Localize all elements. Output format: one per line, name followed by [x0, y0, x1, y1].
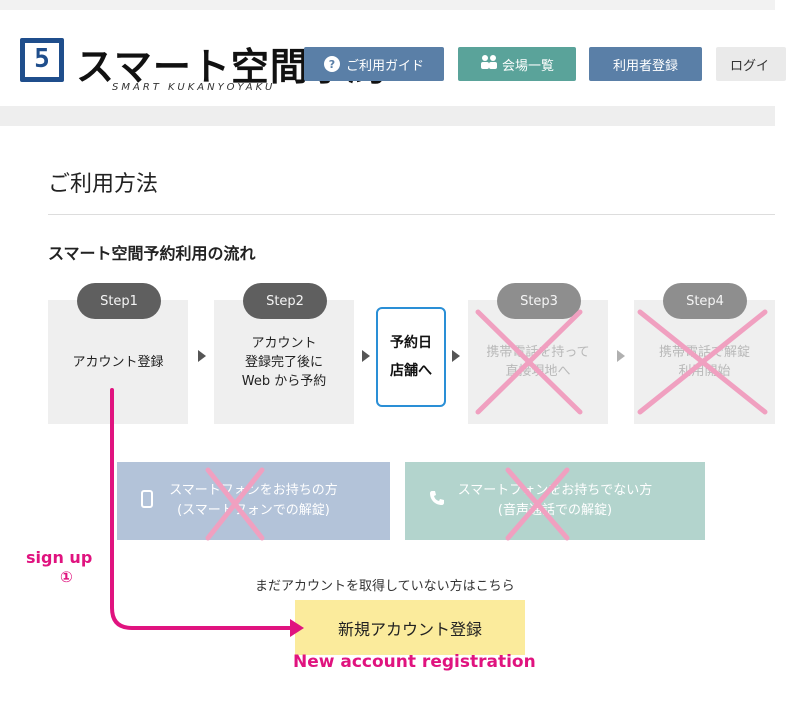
- question-icon: ?: [323, 56, 340, 72]
- step-2-text: アカウント 登録完了後に Web から予約: [241, 335, 327, 389]
- nav-register-button[interactable]: 利用者登録: [589, 47, 702, 81]
- phone-icon: [429, 490, 445, 511]
- step-arrow-icon: [362, 350, 370, 362]
- signup-arrow-icon: [110, 388, 294, 630]
- nav-register-label: 利用者登録: [612, 58, 678, 74]
- new-account-label: 新規アカウント登録: [337, 619, 482, 639]
- step-arrow-icon: [452, 350, 460, 362]
- top-strip: [0, 0, 775, 10]
- step-1-pill: Step1: [77, 283, 161, 319]
- title-divider: [48, 214, 775, 215]
- step-3-pill: Step3: [497, 283, 581, 319]
- step-1-text: アカウント登録: [72, 354, 164, 370]
- step-1-box: アカウント登録: [48, 300, 188, 424]
- nav-login-label: ログイ: [730, 58, 770, 74]
- site-header: 5 スマート空間予約 SMART KUKANYOYAKU ? ご利用ガイド 会場…: [0, 10, 786, 106]
- nav-venues-label: 会場一覧: [501, 58, 554, 74]
- step-4-pill: Step4: [663, 283, 747, 319]
- nav-login-button[interactable]: ログイ: [716, 47, 786, 81]
- step-2-pill: Step2: [243, 283, 327, 319]
- people-icon: [480, 54, 498, 74]
- nav-venues-button[interactable]: 会場一覧: [458, 47, 576, 81]
- signup-number-annotation: ①: [60, 568, 73, 586]
- header-divider: [0, 106, 775, 126]
- page-title: ご利用方法: [48, 172, 159, 197]
- cross-mark-icon: [205, 309, 768, 541]
- step-arrow-icon: [617, 350, 625, 362]
- new-account-annotation: New account registration: [293, 652, 536, 672]
- logo-icon[interactable]: 5: [20, 38, 64, 82]
- logo-subtitle: SMART KUKANYOYAKU: [112, 82, 276, 93]
- store-visit-box: 予約日 店舗へ: [376, 307, 446, 407]
- step-2-box: アカウント 登録完了後に Web から予約: [214, 300, 354, 424]
- section-heading: スマート空間予約利用の流れ: [48, 244, 256, 263]
- nav-guide-label: ご利用ガイド: [345, 58, 424, 74]
- smartphone-icon: [141, 490, 153, 513]
- arrow-head-icon: [290, 619, 304, 637]
- smartphone-unlock-label: スマートフォンをお持ちの方 (スマートフォンでの解錠): [169, 483, 338, 518]
- step-arrow-icon: [198, 350, 206, 362]
- store-visit-text: 予約日 店舗へ: [390, 335, 432, 379]
- new-account-button[interactable]: 新規アカウント登録: [295, 600, 525, 655]
- no-account-text: まだアカウントを取得していない方はこちら: [255, 579, 515, 594]
- signup-annotation: sign up: [26, 548, 93, 567]
- nav-guide-button[interactable]: ? ご利用ガイド: [304, 47, 444, 81]
- voice-call-unlock-button[interactable]: スマートフォンをお持ちでない方 (音声通話での解錠): [405, 462, 705, 540]
